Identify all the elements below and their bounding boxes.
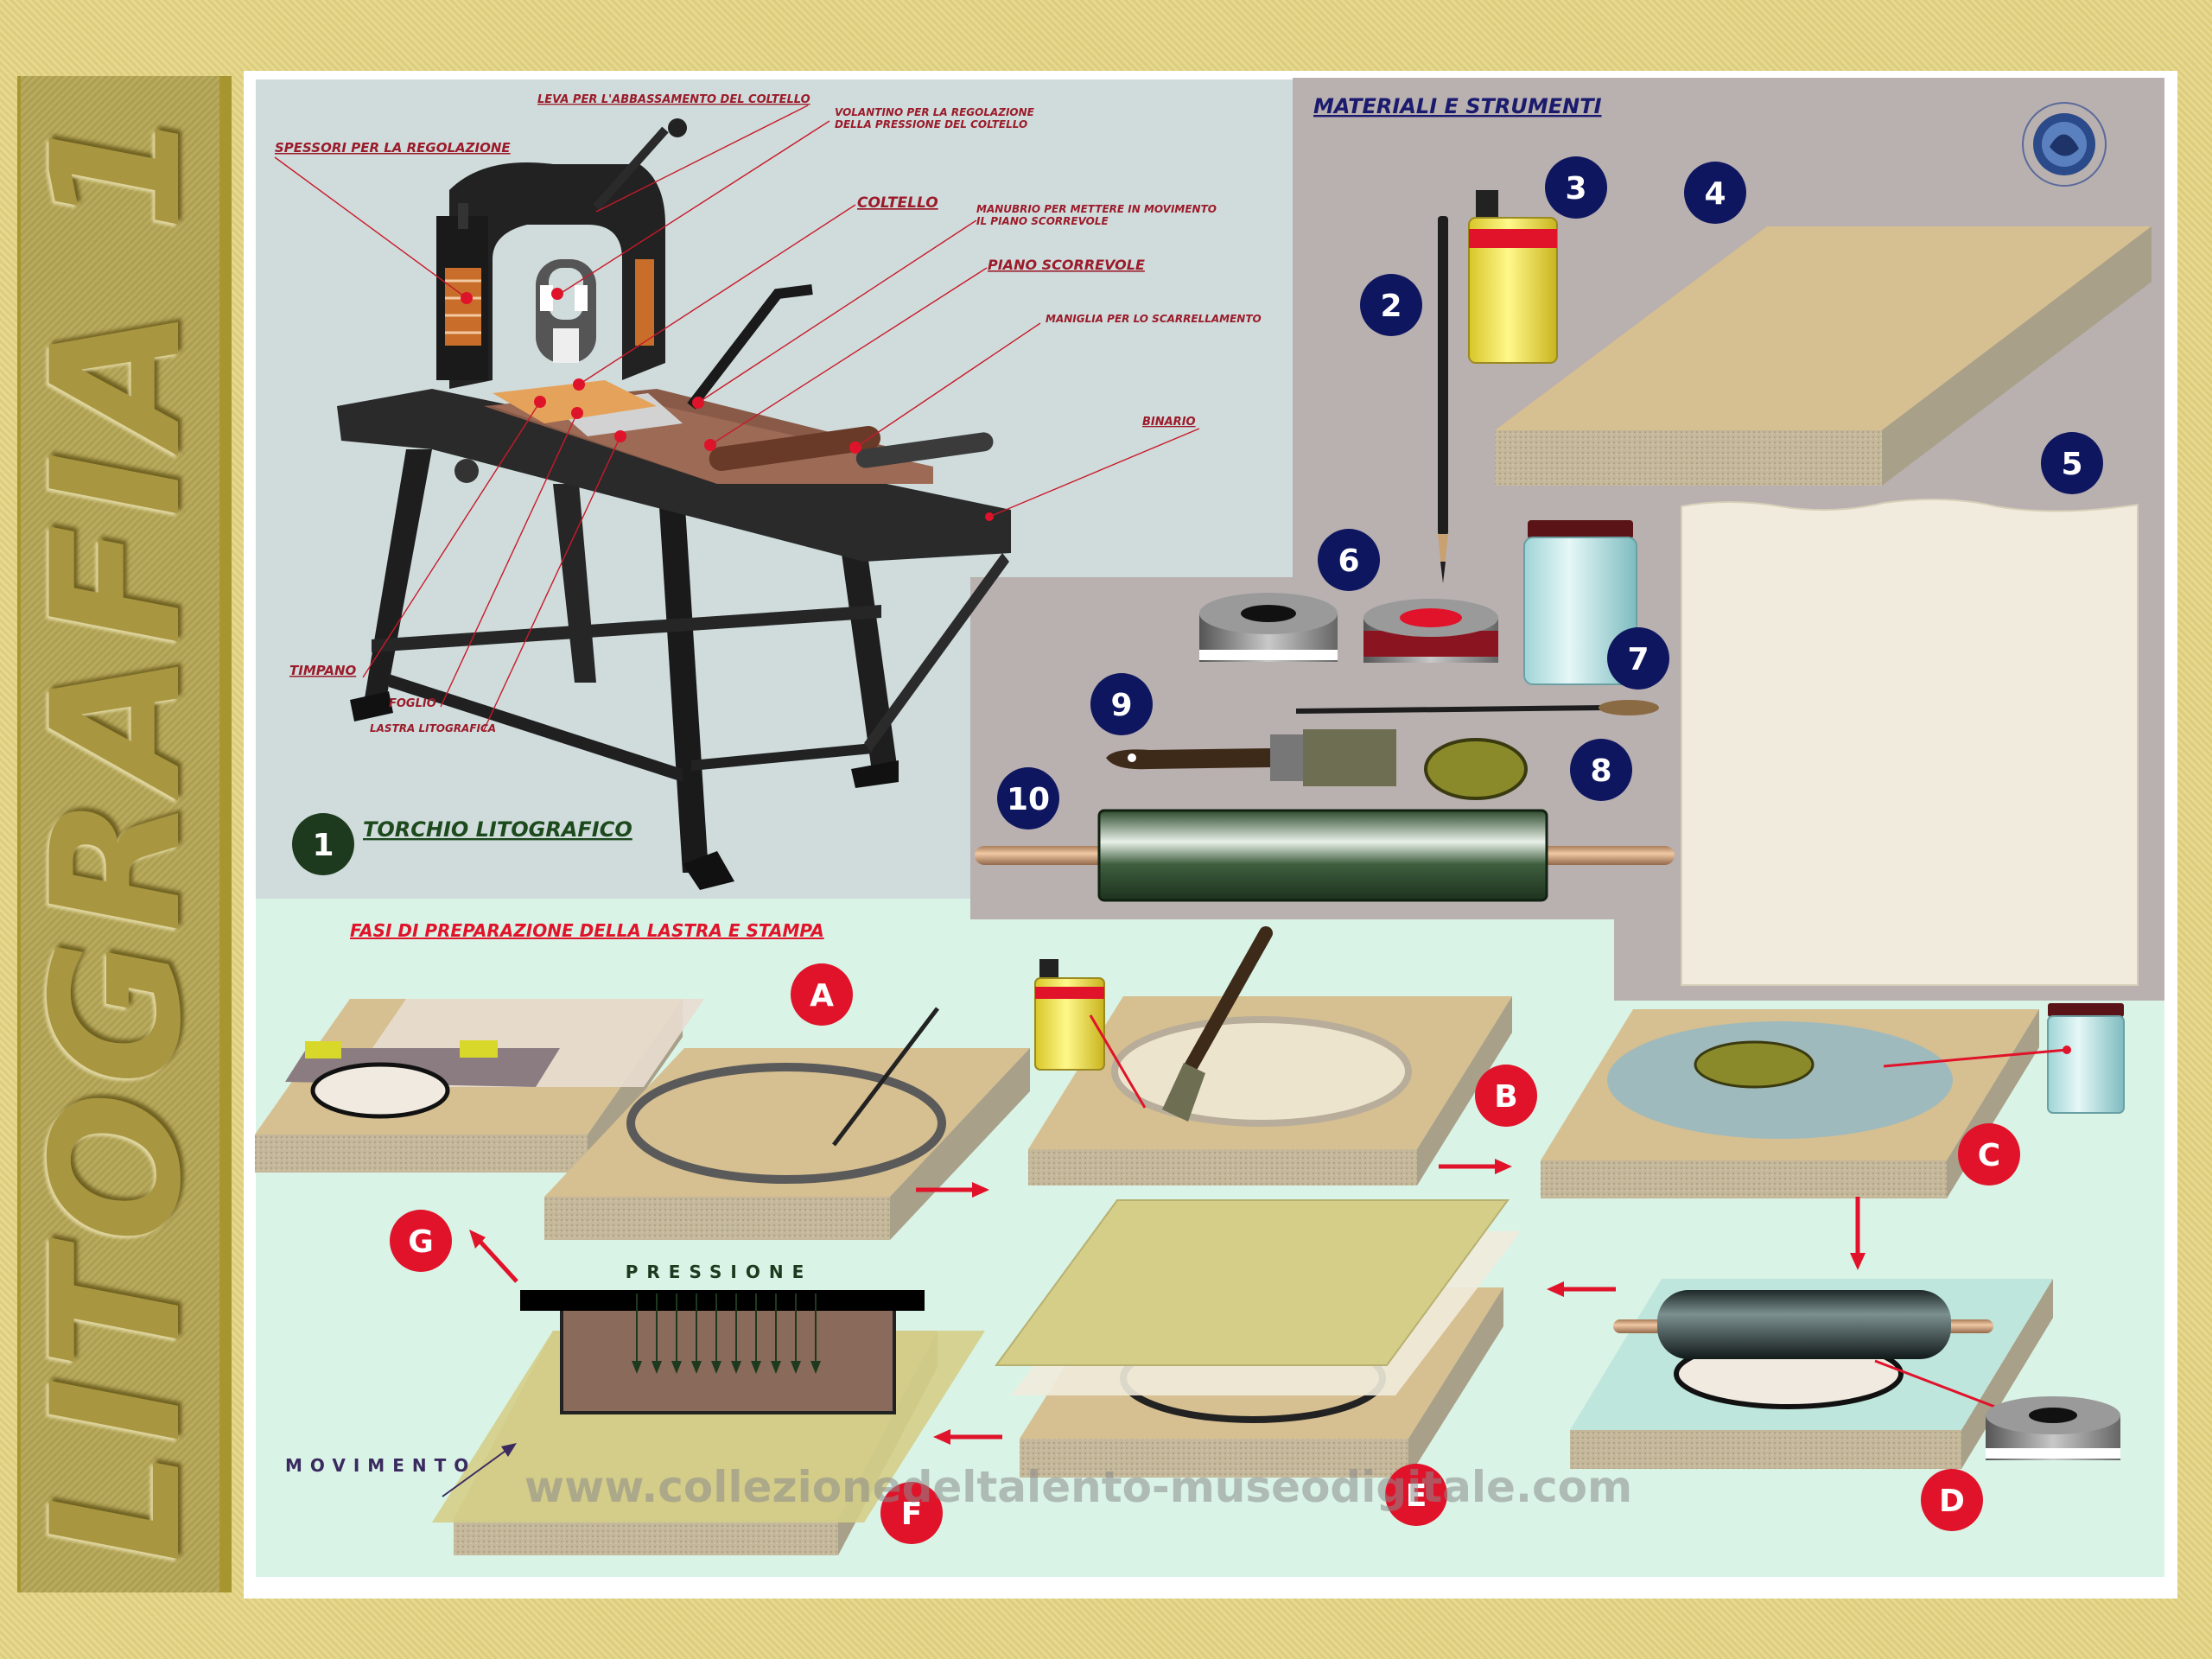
acid-jar bbox=[1523, 520, 1637, 685]
label-timpano: TIMPANO bbox=[289, 663, 357, 678]
litho-pencil bbox=[1438, 216, 1448, 583]
ink-can-black bbox=[1199, 593, 1338, 662]
watermark: www.collezionedeltalento-museodigitale.c… bbox=[524, 1462, 1632, 1512]
material-badges bbox=[997, 156, 2103, 830]
pressure-arrows bbox=[636, 1294, 817, 1370]
ink-roller bbox=[975, 809, 1675, 902]
paper-sheet bbox=[1681, 498, 2139, 986]
flow-arrows bbox=[478, 1164, 1860, 1440]
sponge bbox=[1424, 738, 1528, 800]
label-volantino-1: VOLANTINO PER LA REGOLAZIONE bbox=[835, 106, 1035, 118]
label-manubrio-1: MANUBRIO PER METTERE IN MOVIMENTO bbox=[976, 203, 1217, 215]
badge-2-number: 2 bbox=[1380, 289, 1402, 324]
press-leader-lines bbox=[274, 105, 1200, 731]
pressione-label: PRESSIONE bbox=[626, 1262, 812, 1282]
fine-brush bbox=[1295, 700, 1659, 715]
side-banner: LITOGRAFIA 1 bbox=[17, 76, 232, 1592]
stone-phase-f bbox=[432, 1290, 985, 1555]
label-maniglia: MANIGLIA PER LO SCARRELLAMENTO bbox=[1046, 313, 1262, 325]
badge-6-number: 6 bbox=[1338, 543, 1359, 579]
badge-8-number: 8 bbox=[1590, 753, 1611, 789]
stone-phase-d bbox=[1570, 1279, 2120, 1469]
label-coltello: COLTELLO bbox=[857, 194, 938, 212]
ink-can-red bbox=[1363, 599, 1498, 663]
phase-badges bbox=[390, 963, 2020, 1544]
badge-7-number: 7 bbox=[1627, 642, 1649, 677]
badge-e-letter: E bbox=[1406, 1478, 1427, 1514]
stone-phase-b bbox=[1028, 926, 1512, 1185]
stone-phase-a bbox=[544, 1007, 1030, 1240]
badge-3-number: 3 bbox=[1565, 171, 1586, 207]
label-leva: LEVA PER L'ABBASSAMENTO DEL COLTELLO bbox=[537, 93, 810, 106]
press-title: TORCHIO LITOGRAFICO bbox=[363, 817, 632, 842]
badge-g-letter: G bbox=[408, 1224, 434, 1260]
movimento-arrow bbox=[442, 1446, 512, 1497]
collection-seal-logo bbox=[2022, 102, 2107, 187]
lithographic-stone bbox=[1495, 226, 2152, 486]
materials-title: MATERIALI E STRUMENTI bbox=[1313, 94, 1602, 118]
flow-arrowheads bbox=[469, 1159, 1866, 1445]
press-illustration bbox=[337, 118, 1011, 890]
label-lastra: LASTRA LITOGRAFICA bbox=[370, 722, 496, 734]
badge-1-number: 1 bbox=[312, 828, 334, 863]
badge-4-number: 4 bbox=[1704, 176, 1726, 212]
stone-phase-e bbox=[995, 1199, 1521, 1478]
flat-brush bbox=[1106, 729, 1396, 786]
label-binario: BINARIO bbox=[1142, 416, 1196, 429]
badge-9-number: 9 bbox=[1110, 688, 1132, 723]
phases-title: FASI DI PREPARAZIONE DELLA LASTRA E STAM… bbox=[350, 920, 824, 941]
badge-d-letter: D bbox=[1939, 1484, 1965, 1519]
gum-arabic-bottle bbox=[1468, 190, 1558, 364]
label-manubrio-2: IL PIANO SCORREVOLE bbox=[976, 215, 1109, 227]
label-spessori: SPESSORI PER LA REGOLAZIONE bbox=[275, 140, 511, 156]
badge-10-number: 10 bbox=[1007, 782, 1050, 817]
pressure-arrowheads bbox=[632, 1361, 821, 1374]
label-foglio: FOGLIO bbox=[389, 697, 436, 710]
label-piano: PIANO SCORREVOLE bbox=[988, 257, 1145, 273]
movimento-label: MOVIMENTO bbox=[285, 1455, 476, 1476]
badge-1 bbox=[292, 813, 354, 875]
badge-a-letter: A bbox=[810, 978, 834, 1014]
badge-5-number: 5 bbox=[2061, 447, 2082, 482]
stone-transfer bbox=[255, 999, 704, 1173]
badge-c-letter: C bbox=[1978, 1138, 2000, 1173]
movimento-arrowhead bbox=[501, 1443, 517, 1457]
label-volantino-2: DELLA PRESSIONE DEL COLTELLO bbox=[835, 118, 1027, 130]
badge-b-letter: B bbox=[1494, 1079, 1517, 1115]
badge-f-letter: F bbox=[901, 1497, 923, 1532]
